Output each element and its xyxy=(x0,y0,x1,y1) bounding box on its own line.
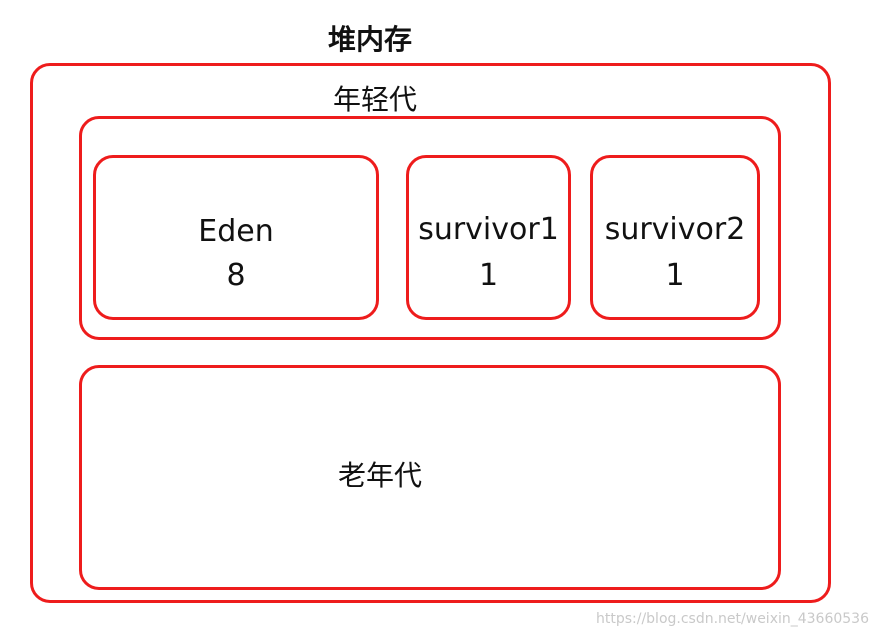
watermark: https://blog.csdn.net/weixin_43660536 xyxy=(595,611,869,627)
heap-memory-box xyxy=(30,63,831,603)
survivor1-name: survivor1 xyxy=(418,212,559,247)
old-generation-box xyxy=(79,365,781,590)
old-generation-label: 老年代 xyxy=(337,459,422,492)
heap-title: 堆内存 xyxy=(327,23,412,56)
survivor2-region: survivor2 1 xyxy=(590,155,760,320)
survivor2-name: survivor2 xyxy=(604,212,746,247)
survivor2-size: 1 xyxy=(665,258,685,293)
young-generation-label: 年轻代 xyxy=(332,83,417,116)
eden-size: 8 xyxy=(226,258,246,293)
survivor1-size: 1 xyxy=(478,258,499,293)
eden-name: Eden xyxy=(198,214,274,249)
eden-region: Eden 8 xyxy=(93,155,379,320)
survivor1-region: survivor1 1 xyxy=(406,155,571,320)
young-generation-box xyxy=(79,116,781,340)
